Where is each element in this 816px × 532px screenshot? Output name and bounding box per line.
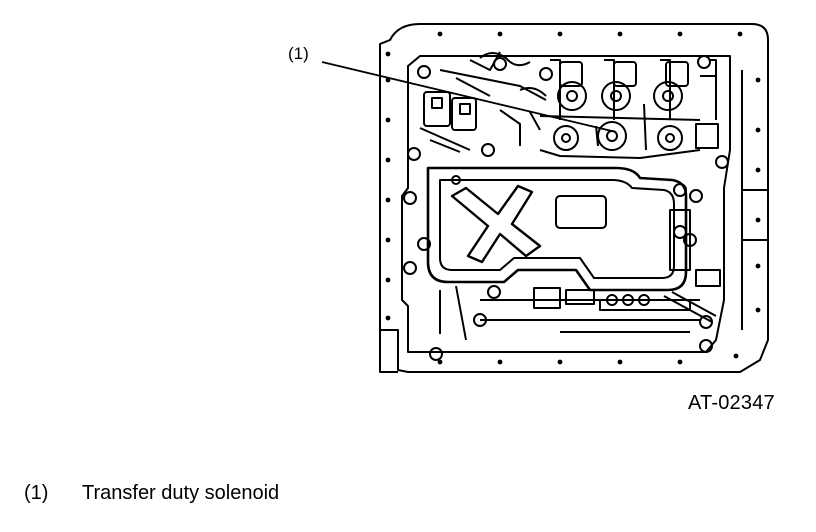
strainer-inner [439, 179, 675, 279]
figure-id: AT-02347 [688, 392, 775, 414]
right-side-details [669, 75, 721, 287]
perimeter-bolt-holes [385, 31, 761, 365]
solenoid-row-lower [539, 103, 701, 159]
callout-leader-line [321, 61, 617, 133]
solenoid-row-upper [550, 59, 717, 120]
legend-item: (1) Transfer duty solenoid [24, 482, 279, 505]
wiring-harness [479, 52, 547, 146]
legend-item-number: (1) [24, 482, 49, 504]
connector-block [419, 51, 547, 153]
housing-right-ribs [741, 70, 768, 330]
strainer-cross [450, 184, 542, 264]
legend-item-label: Transfer duty solenoid [82, 482, 280, 504]
strainer-window [555, 195, 607, 229]
strainer-outer [426, 166, 688, 292]
mounting-bolts [403, 55, 729, 361]
outer-housing-outline [379, 23, 769, 373]
callout-number-1: (1) [288, 44, 309, 63]
housing-flange-left [379, 330, 398, 373]
lower-valve-details [439, 285, 717, 341]
